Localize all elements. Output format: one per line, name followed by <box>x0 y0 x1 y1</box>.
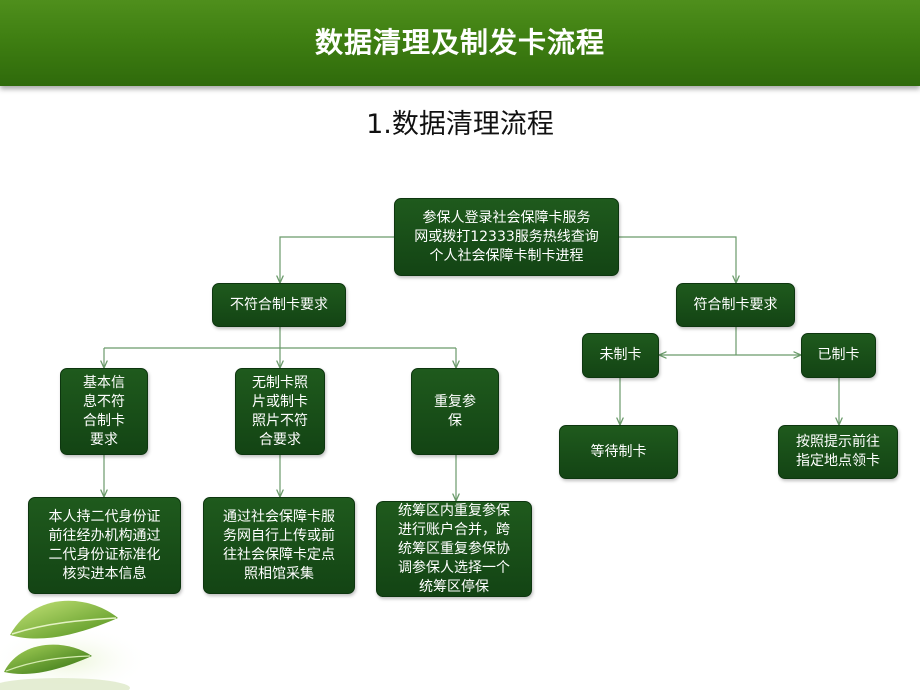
node-action-merge-accounts: 统筹区内重复参保 进行账户合并，跨 统筹区重复参保协 调参保人选择一个 统筹区停… <box>376 501 532 597</box>
section-title: 1.数据清理流程 <box>366 109 554 140</box>
node-card-made: 已制卡 <box>801 333 876 378</box>
node-duplicate-insurance: 重复参 保 <box>411 368 499 455</box>
decorative-leaf-icon <box>0 600 150 690</box>
node-not-eligible: 不符合制卡要求 <box>212 283 346 327</box>
node-wait-card: 等待制卡 <box>559 425 678 479</box>
node-action-verify-id: 本人持二代身份证 前往经办机构通过 二代身份证标准化 核实进本信息 <box>28 497 181 594</box>
node-basic-info-invalid: 基本信 息不符 合制卡 要求 <box>60 368 148 455</box>
node-pickup-card: 按照提示前往 指定地点领卡 <box>778 425 898 479</box>
page-title: 数据清理及制发卡流程 <box>314 26 605 59</box>
node-query-progress: 参保人登录社会保障卡服务 网或拨打12333服务热线查询 个人社会保障卡制卡进程 <box>394 198 619 276</box>
node-eligible: 符合制卡要求 <box>676 283 795 327</box>
edge-root-not-eligible <box>280 236 394 283</box>
node-photo-invalid: 无制卡照 片或制卡 照片不符 合要求 <box>235 368 325 455</box>
header-banner <box>0 0 920 86</box>
edge-root-eligible <box>619 236 736 283</box>
node-action-upload-photo: 通过社会保障卡服 务网自行上传或前 往社会保障卡定点 照相馆采集 <box>203 497 355 594</box>
node-card-not-made: 未制卡 <box>582 333 659 378</box>
